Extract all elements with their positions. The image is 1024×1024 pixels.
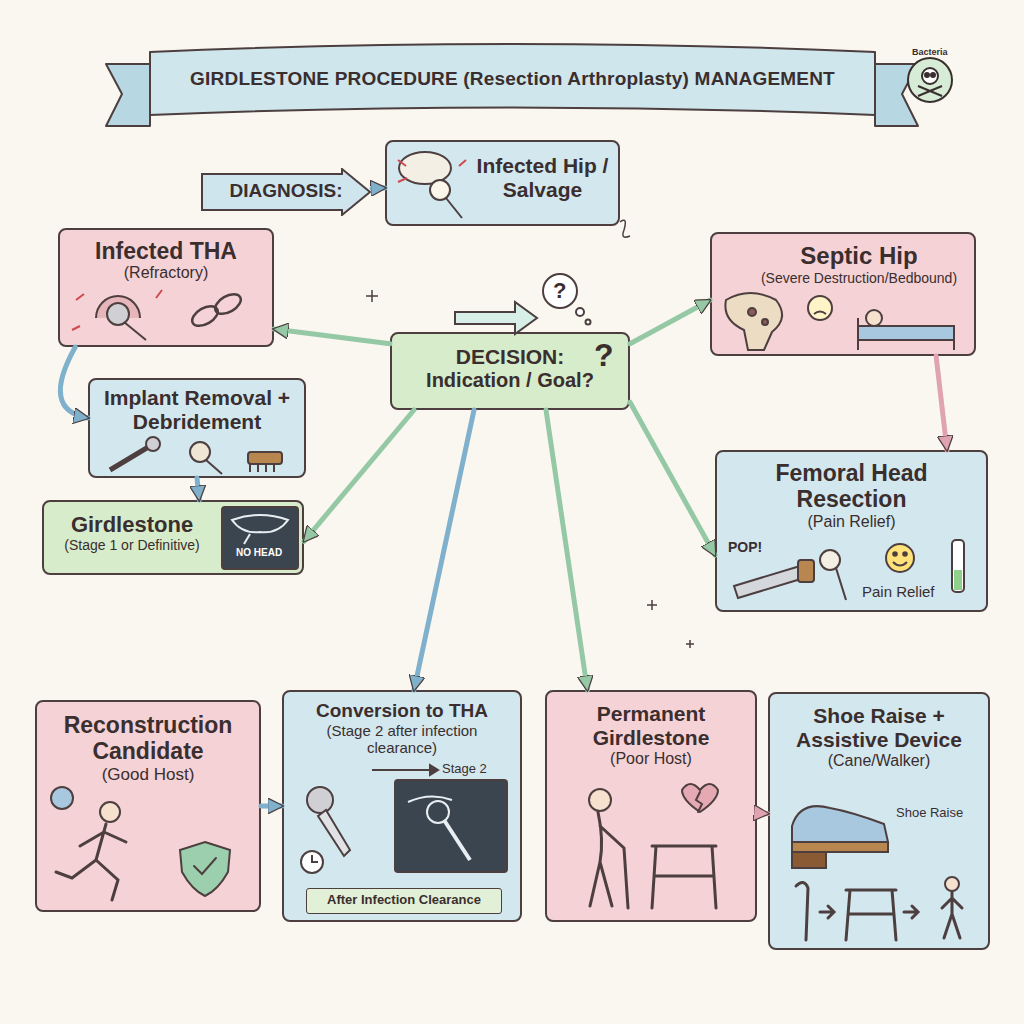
flow-arrow [546,410,587,690]
illustration-part [647,600,657,610]
node-heading: Permanent Girdlestone [551,702,751,750]
annotation-label: ? [594,338,614,373]
illustration-part [543,274,577,308]
flow-arrow [372,185,385,191]
flow-arrow [304,410,414,541]
hollow-arrow [455,302,537,334]
process-box: Infected THA(Refractory) [58,228,274,347]
node-subtext: (Good Host) [41,765,255,785]
flow-arrow [630,402,715,555]
node-subtext: (Stage 2 after infection clearance) [290,722,514,757]
flow-arrow [60,347,88,418]
node-subtext: (Severe Destruction/Bedbound) [748,270,970,286]
thought-bubble [543,274,591,325]
illustration-part [918,86,942,96]
arrow-outline [202,169,370,215]
title-ribbon [106,44,918,126]
diagnosis-box: Infected Hip / Salvage [385,140,620,226]
note-band: After Infection Clearance [306,888,502,914]
flow-arrow [757,811,768,817]
title-text: GIRDLESTONE PROCEDURE (Resection Arthrop… [140,68,885,90]
flow-arrow [274,329,390,344]
process-box: Femoral Head Resection(Pain Relief) [715,450,988,612]
sparkles [366,220,694,648]
process-box: Septic Hip(Severe Destruction/Bedbound) [710,232,976,356]
diagnosis-tag: DIAGNOSIS: [200,168,372,216]
illustration-part [366,290,378,302]
process-box: Girdlestone(Stage 1 or Definitive) [42,500,304,575]
flow-arrow [936,356,947,450]
outcome-box: Reconstruction Candidate(Good Host) [35,700,261,912]
flow-arrow [261,804,282,809]
illustration-part [908,58,952,102]
illustration-part [576,308,584,316]
annotation-label: ? [553,279,566,303]
node-heading: Infected THA [64,238,268,264]
illustration-part [620,220,630,237]
illustration-part [106,64,150,126]
annotation-label: NO HEAD [236,547,282,558]
process-box: Implant Removal + Debridement [88,378,306,478]
skull-icon [908,58,952,102]
node-heading: Implant Removal + Debridement [94,386,300,434]
illustration-part [875,64,918,126]
illustration-part [586,320,591,325]
annotation-label: Stage 2 [442,762,487,776]
annotation-label: Shoe Raise [896,806,963,820]
node-heading: DECISION: [396,345,624,369]
node-subtext: (Refractory) [64,264,268,282]
node-heading: Septic Hip [748,242,970,270]
node-heading: DIAGNOSIS: [204,180,368,202]
illustration-part [925,73,929,77]
node-subtext: (Poor Host) [551,750,751,768]
annotation-label: POP! [728,540,762,555]
illustration-part [918,86,942,96]
node-heading: Femoral Head Resection [747,460,956,513]
node-heading: Reconstruction Candidate [41,712,255,765]
node-heading: Conversion to THA [290,700,514,722]
illustration-part [922,68,938,84]
node-heading: After Infection Clearance [311,893,497,908]
node-subtext: (Cane/Walker) [774,752,984,770]
node-subtext: (Pain Relief) [747,513,956,531]
illustration-part [931,73,935,77]
outcome-box: Shoe Raise + Assistive Device(Cane/Walke… [768,692,990,950]
outcome-box: Permanent Girdlestone(Poor Host) [545,690,757,922]
node-heading: Girdlestone [48,512,216,537]
flow-arrow [414,410,474,690]
annotation-label: Bacteria [912,48,948,58]
node-heading: Infected Hip / Salvage [473,154,612,202]
flow-arrow [630,300,710,344]
node-subtext: (Stage 1 or Definitive) [48,537,216,553]
node-subtext: Indication / Goal? [396,369,624,392]
illustration-part [686,640,694,648]
outcome-box: Conversion to THA(Stage 2 after infectio… [282,690,522,922]
flow-arrow [197,478,199,500]
annotation-label: Pain Relief [862,584,935,601]
node-heading: Shoe Raise + Assistive Device [774,704,984,752]
